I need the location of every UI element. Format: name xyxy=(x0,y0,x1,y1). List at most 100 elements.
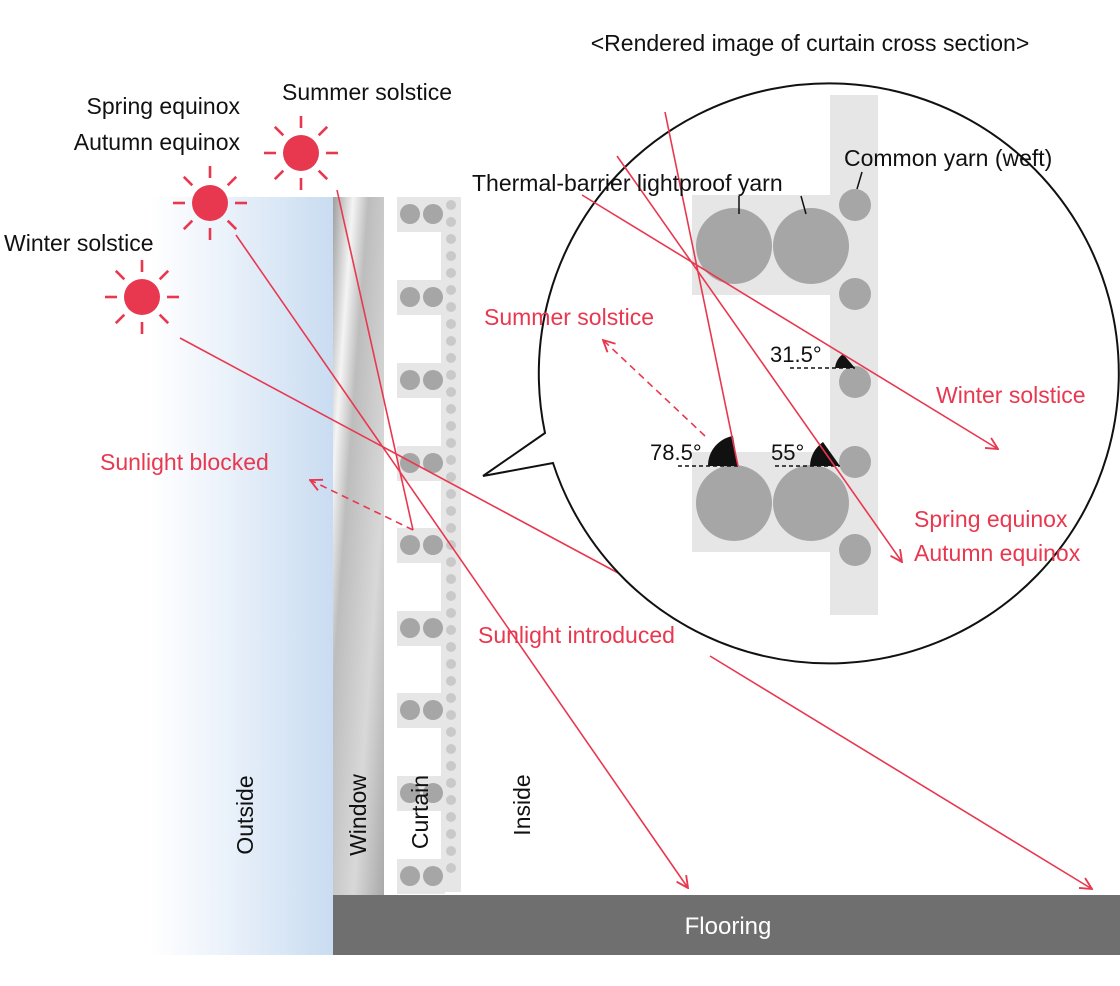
window-label: Window xyxy=(345,774,371,856)
curtain-weft-dot xyxy=(446,404,456,414)
curtain-label: Curtain xyxy=(407,775,433,849)
sunlight-blocked-label: Sunlight blocked xyxy=(100,449,269,475)
sun-equinox-icon xyxy=(173,166,247,240)
curtain-yarn-circle xyxy=(400,204,420,224)
sun-ray-mark xyxy=(114,313,126,325)
sun-ray-mark xyxy=(317,169,329,181)
callout-rays xyxy=(581,111,998,562)
window-pane xyxy=(333,197,384,895)
curtain-weft-dot xyxy=(446,455,456,465)
curtain-weft-dot xyxy=(446,370,456,380)
curtain-weft-dot xyxy=(446,234,456,244)
curtain-yarn-circle xyxy=(423,535,443,555)
outside-area xyxy=(150,197,333,955)
curtain-yarn-circle xyxy=(423,287,443,307)
callout-title: <Rendered image of curtain cross section… xyxy=(591,30,1030,56)
curtain-yarn-circle xyxy=(423,866,443,886)
curtain-yarn-circle xyxy=(423,700,443,720)
angle-wedge-equinox xyxy=(810,442,840,466)
flooring-label: Flooring xyxy=(685,913,772,940)
curtain-weft-dot xyxy=(446,200,456,210)
curtain-weft-dot xyxy=(446,387,456,397)
callout-ray-equinox xyxy=(616,155,902,562)
sun-winter-icon xyxy=(105,260,179,334)
angle-label-equinox: 55° xyxy=(771,440,804,465)
sun-summer-icon xyxy=(264,116,338,190)
curtain-weft-dot xyxy=(446,846,456,856)
curtain-weft-dot xyxy=(446,727,456,737)
curtain-weft-dot xyxy=(446,591,456,601)
sun-ray-mark xyxy=(182,175,194,187)
sunlight-introduced-label: Sunlight introduced xyxy=(478,622,675,648)
curtain-weft-dot xyxy=(446,489,456,499)
common-yarn-circle xyxy=(839,534,871,566)
callout-ray-summer xyxy=(664,111,739,467)
inside-label: Inside xyxy=(509,774,535,835)
curtain-weft-dot xyxy=(446,353,456,363)
thermal-yarn-circle xyxy=(696,465,772,541)
callout-thermal-yarn-label: Thermal-barrier lightproof yarn xyxy=(472,170,783,196)
curtain-weft-dot xyxy=(446,795,456,805)
thermal-yarn-circle xyxy=(773,465,849,541)
common-yarn-circle xyxy=(839,446,871,478)
angle-wedge-summer xyxy=(707,436,738,466)
curtain-weft-dot xyxy=(446,642,456,652)
curtain-yarn-circle xyxy=(423,204,443,224)
angle-wedge-winter xyxy=(835,354,855,368)
curtain-weft-dot xyxy=(446,812,456,822)
ray-winter-continued xyxy=(709,655,1092,889)
common-yarn-circle xyxy=(839,189,871,221)
curtain-yarn-circle xyxy=(423,453,443,473)
curtain-weft-dot xyxy=(446,608,456,618)
sun-equinox-label-line2: Autumn equinox xyxy=(74,129,241,155)
curtain-weft-dot xyxy=(446,302,456,312)
thermal-yarn-circle xyxy=(773,208,849,284)
callout-common-yarn-label: Common yarn (weft) xyxy=(844,145,1052,171)
curtain-weft-dot xyxy=(446,523,456,533)
common-yarn-circle xyxy=(839,366,871,398)
sun-summer-label: Summer solstice xyxy=(282,79,452,105)
angle-label-winter: 31.5° xyxy=(770,342,822,367)
sun-ray-mark xyxy=(273,125,285,137)
curtain-weft-dot xyxy=(446,319,456,329)
curtain-weft-dot xyxy=(446,268,456,278)
ray-winter-main xyxy=(179,337,621,575)
sun-ray-mark xyxy=(273,169,285,181)
curtain-weft-dot xyxy=(446,438,456,448)
callout-equinox-label-line1: Spring equinox xyxy=(914,506,1068,532)
curtain-weft-dot xyxy=(446,863,456,873)
curtain-yarn-circle xyxy=(400,453,420,473)
curtain-weft-dot xyxy=(446,251,456,261)
curtain-weft-dot xyxy=(446,710,456,720)
sun-equinox-label-line1: Spring equinox xyxy=(87,93,241,119)
curtain-yarn-circle xyxy=(423,370,443,390)
curtain-weft-dot xyxy=(446,829,456,839)
curtain-weft-dot xyxy=(446,421,456,431)
sun-ray-mark xyxy=(226,219,238,231)
callout-equinox-label-line2: Autumn equinox xyxy=(914,540,1081,566)
curtain-weft-dot xyxy=(446,217,456,227)
curtain-weft-dot xyxy=(446,506,456,516)
curtain-weft-dot xyxy=(446,625,456,635)
curtain-weft-dot xyxy=(446,761,456,771)
curtain-weft-dot xyxy=(446,744,456,754)
sun-winter-label: Winter solstice xyxy=(4,230,154,256)
curtain-weft-dot xyxy=(446,659,456,669)
curtain-yarn-circle xyxy=(423,618,443,638)
curtain-yarn-circle xyxy=(400,700,420,720)
curtain-weft-dot xyxy=(446,285,456,295)
callout-bubble xyxy=(482,82,1120,665)
callout-cross-section xyxy=(678,95,878,615)
sun-ray-mark xyxy=(158,269,170,281)
curtain-yarn-circle xyxy=(423,783,443,803)
curtain-weft-dot xyxy=(446,336,456,346)
curtain-yarn-circle xyxy=(400,783,420,803)
sun-ray-mark xyxy=(226,175,238,187)
sun-ray-mark xyxy=(158,313,170,325)
curtain-weft-dot xyxy=(446,676,456,686)
curtain-yarn-circle xyxy=(400,618,420,638)
flooring: Flooring xyxy=(333,895,1120,955)
sun-ray-mark xyxy=(114,269,126,281)
callout-summer-label: Summer solstice xyxy=(484,304,654,330)
